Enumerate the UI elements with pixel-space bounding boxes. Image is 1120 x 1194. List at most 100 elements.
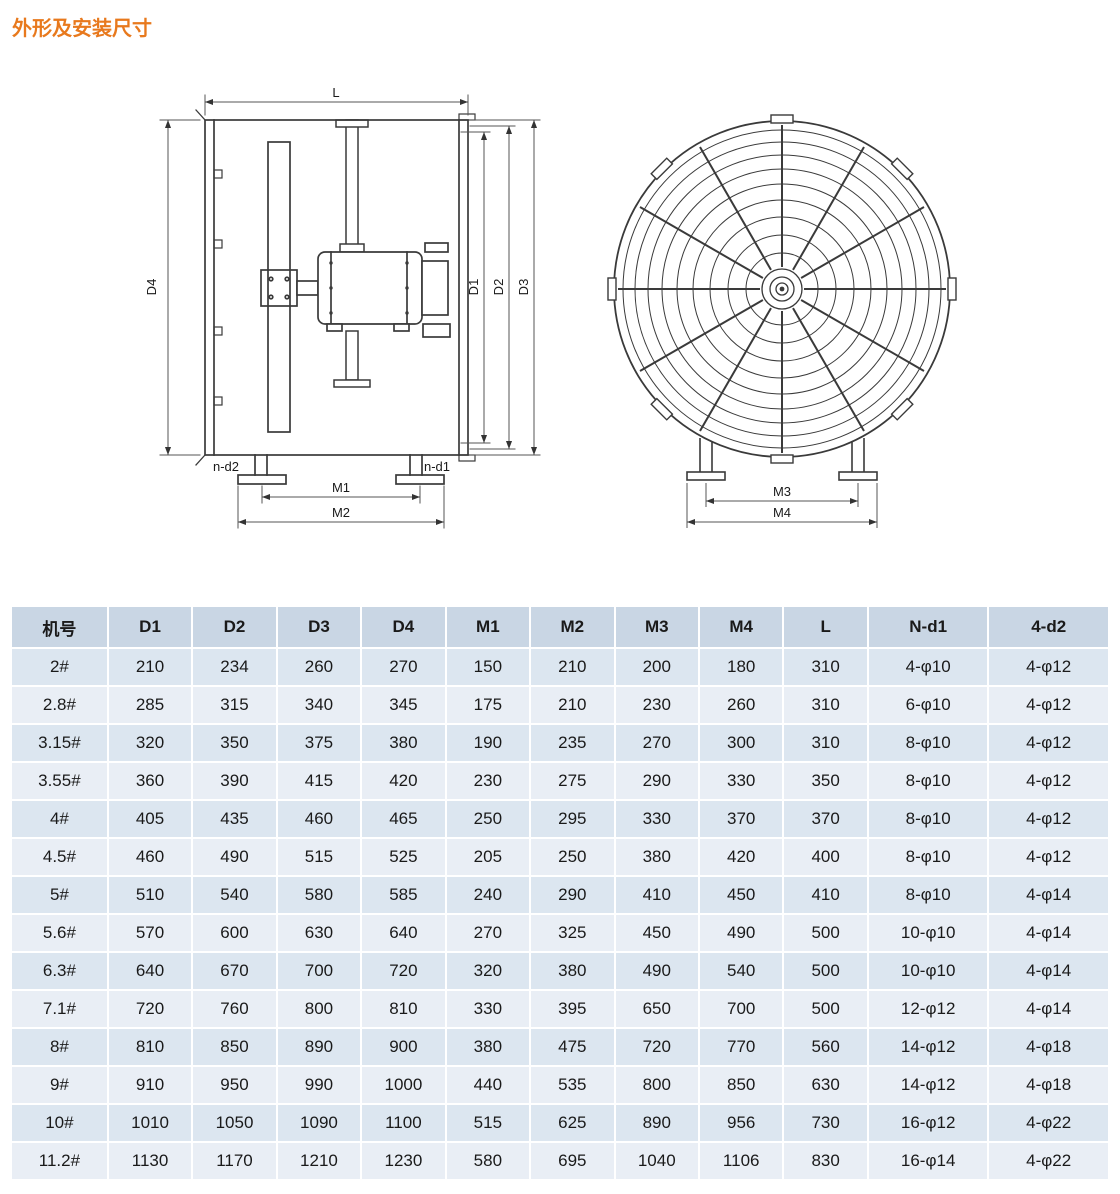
value-cell: 525 <box>362 839 445 875</box>
value-cell: 260 <box>277 649 361 685</box>
value-cell: 650 <box>615 991 698 1027</box>
value-cell: 500 <box>784 991 867 1027</box>
dim-M4: M4 <box>686 483 878 528</box>
value-cell: 390 <box>193 763 276 799</box>
value-cell: 420 <box>362 763 445 799</box>
value-cell: 440 <box>446 1067 530 1103</box>
value-cell: 4-φ18 <box>989 1067 1108 1103</box>
value-cell: 415 <box>277 763 361 799</box>
casing-stiffeners <box>213 169 223 406</box>
value-cell: 10-φ10 <box>868 953 988 989</box>
value-cell: 325 <box>531 915 614 951</box>
model-cell: 4# <box>12 801 107 837</box>
value-cell: 585 <box>362 877 445 913</box>
motor-top-box <box>424 242 449 253</box>
value-cell: 210 <box>108 649 192 685</box>
guard-tabs <box>607 114 957 464</box>
value-cell: 4-φ14 <box>989 877 1108 913</box>
model-cell: 2.8# <box>12 687 107 723</box>
value-cell: 16-φ14 <box>868 1143 988 1179</box>
dim-label-D4: D4 <box>144 279 159 296</box>
value-cell: 315 <box>193 687 276 723</box>
column-header: M3 <box>615 607 698 647</box>
value-cell: 990 <box>277 1067 361 1103</box>
value-cell: 360 <box>108 763 192 799</box>
model-cell: 6.3# <box>12 953 107 989</box>
model-cell: 5# <box>12 877 107 913</box>
value-cell: 1050 <box>193 1105 276 1141</box>
column-header: D2 <box>193 607 276 647</box>
dim-D3: D3 <box>469 119 541 456</box>
value-cell: 420 <box>699 839 783 875</box>
value-cell: 890 <box>277 1029 361 1065</box>
column-header: D4 <box>362 607 445 647</box>
value-cell: 250 <box>446 801 530 837</box>
value-cell: 730 <box>784 1105 867 1141</box>
column-header: 机号 <box>12 607 107 647</box>
value-cell: 230 <box>615 687 698 723</box>
dim-label-M1: M1 <box>332 480 350 495</box>
value-cell: 190 <box>446 725 530 761</box>
dim-D4: D4 <box>144 119 201 456</box>
motor-bolts <box>329 261 409 315</box>
value-cell: 4-φ10 <box>868 649 988 685</box>
value-cell: 310 <box>784 725 867 761</box>
value-cell: 405 <box>108 801 192 837</box>
value-cell: 4-φ22 <box>989 1143 1108 1179</box>
value-cell: 475 <box>531 1029 614 1065</box>
motor-support <box>333 119 371 388</box>
value-cell: 8-φ10 <box>868 725 988 761</box>
value-cell: 540 <box>699 953 783 989</box>
value-cell: 290 <box>531 877 614 913</box>
value-cell: 8-φ10 <box>868 877 988 913</box>
column-header: 4-d2 <box>989 607 1108 647</box>
value-cell: 580 <box>446 1143 530 1179</box>
dim-label-M2: M2 <box>332 505 350 520</box>
value-cell: 180 <box>699 649 783 685</box>
value-cell: 535 <box>531 1067 614 1103</box>
value-cell: 295 <box>531 801 614 837</box>
value-cell: 435 <box>193 801 276 837</box>
shaft <box>296 280 319 296</box>
value-cell: 640 <box>108 953 192 989</box>
value-cell: 4-φ22 <box>989 1105 1108 1141</box>
value-cell: 395 <box>531 991 614 1027</box>
value-cell: 900 <box>362 1029 445 1065</box>
value-cell: 270 <box>362 649 445 685</box>
value-cell: 14-φ12 <box>868 1029 988 1065</box>
technical-drawings: L D4 D1 D2 <box>0 82 1120 542</box>
value-cell: 4-φ12 <box>989 649 1108 685</box>
guard-rings <box>613 120 951 458</box>
front-feet <box>686 438 878 481</box>
value-cell: 630 <box>277 915 361 951</box>
value-cell: 950 <box>193 1067 276 1103</box>
dim-label-D1: D1 <box>466 279 481 296</box>
value-cell: 275 <box>531 763 614 799</box>
dim-M1: M1 <box>261 480 421 504</box>
value-cell: 490 <box>699 915 783 951</box>
value-cell: 8-φ10 <box>868 839 988 875</box>
value-cell: 760 <box>193 991 276 1027</box>
value-cell: 350 <box>784 763 867 799</box>
value-cell: 460 <box>277 801 361 837</box>
value-cell: 4-φ12 <box>989 763 1108 799</box>
dim-label-D2: D2 <box>491 279 506 296</box>
value-cell: 345 <box>362 687 445 723</box>
value-cell: 260 <box>699 687 783 723</box>
column-header: D3 <box>277 607 361 647</box>
dim-label-D3: D3 <box>516 279 531 296</box>
value-cell: 1106 <box>699 1143 783 1179</box>
value-cell: 234 <box>193 649 276 685</box>
value-cell: 380 <box>531 953 614 989</box>
dim-label-M4: M4 <box>773 505 791 520</box>
value-cell: 320 <box>108 725 192 761</box>
value-cell: 500 <box>784 953 867 989</box>
